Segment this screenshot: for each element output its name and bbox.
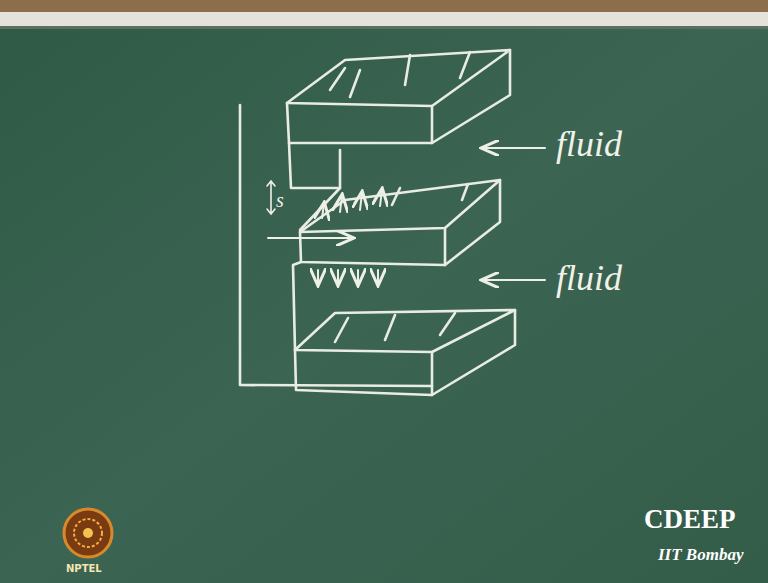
chalk-stroke <box>83 528 93 538</box>
chalk-stroke <box>335 313 455 342</box>
chalk-stroke <box>300 228 445 265</box>
chalk-stroke <box>64 509 112 557</box>
chalk-stroke <box>445 180 500 265</box>
chalk-stroke <box>293 262 301 350</box>
chalk-stroke <box>267 181 275 214</box>
flow-label: fluid <box>556 260 622 296</box>
chalk-stroke <box>74 519 102 547</box>
chalk-stroke <box>330 52 470 97</box>
chalk-stroke <box>268 148 545 284</box>
chalk-stroke <box>322 204 324 218</box>
chalk-stroke <box>287 103 432 143</box>
chalk-stroke <box>0 26 768 29</box>
chalk-stroke <box>357 270 359 284</box>
chalk-stroke <box>0 12 768 26</box>
chalk-stroke <box>360 193 362 210</box>
chalk-stroke <box>432 310 515 395</box>
chalk-stroke <box>64 509 112 557</box>
chalk-stroke <box>287 50 510 106</box>
chalk-stroke <box>300 188 340 230</box>
chalk-stroke <box>295 310 515 352</box>
chalk-stroke <box>267 181 275 214</box>
chalk-stroke <box>432 50 510 143</box>
chalk-stroke <box>317 270 319 284</box>
logo-text: NPTEL <box>66 564 102 574</box>
chalk-stroke <box>483 279 545 281</box>
chalk-stroke <box>240 50 515 395</box>
chalk-stroke <box>289 143 340 188</box>
gap-label: s <box>276 190 284 210</box>
watermark: IIT Bombay <box>658 546 743 563</box>
chalk-stroke <box>268 237 352 239</box>
chalk-stroke <box>377 270 379 284</box>
chalk-stroke <box>392 184 468 205</box>
chalk-stroke <box>483 147 545 149</box>
chalk-stroke <box>240 105 432 386</box>
watermark: CDEEP <box>644 506 736 533</box>
chalk-stroke <box>380 190 382 206</box>
chalk-stroke <box>0 0 768 12</box>
chalk-stroke <box>337 270 339 284</box>
chalk-stroke <box>300 180 500 232</box>
chalk-stroke <box>340 196 342 212</box>
flow-label: fluid <box>556 126 622 162</box>
chalk-stroke <box>295 350 432 395</box>
